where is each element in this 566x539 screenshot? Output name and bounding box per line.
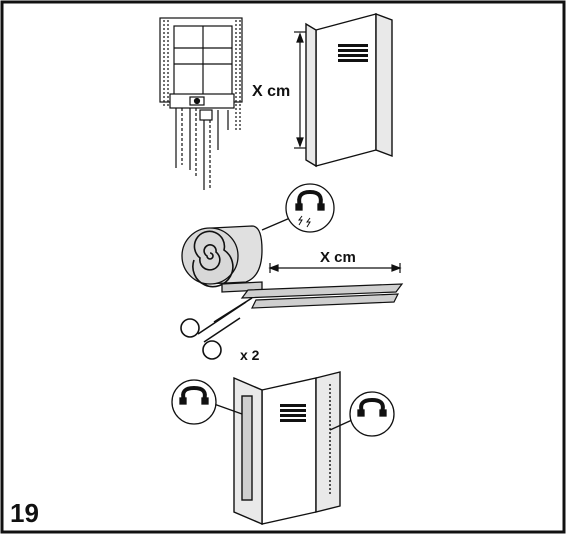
quantity-label: x 2 bbox=[240, 347, 260, 363]
magnet-icon-right bbox=[329, 391, 395, 437]
chimney-cover-bottom bbox=[233, 371, 341, 526]
insulation-strips bbox=[240, 283, 404, 309]
magnet-icon bbox=[261, 183, 335, 233]
strip-length-arrow bbox=[268, 263, 402, 273]
dimension-label-middle: X cm bbox=[320, 249, 356, 266]
magnet-icon-left bbox=[171, 379, 243, 425]
step-number: 19 bbox=[10, 498, 39, 528]
chimney-cover-top bbox=[305, 12, 393, 168]
vent-grille bbox=[338, 44, 368, 62]
dimension-label-top: X cm bbox=[252, 83, 290, 100]
applied-strip-left bbox=[241, 395, 253, 501]
height-dimension-arrow bbox=[294, 31, 306, 149]
vent-grille-bottom bbox=[280, 404, 306, 422]
chimney-frame-illustration bbox=[159, 17, 243, 190]
scissors-icon bbox=[180, 297, 253, 360]
insulation-roll-icon bbox=[181, 225, 263, 293]
